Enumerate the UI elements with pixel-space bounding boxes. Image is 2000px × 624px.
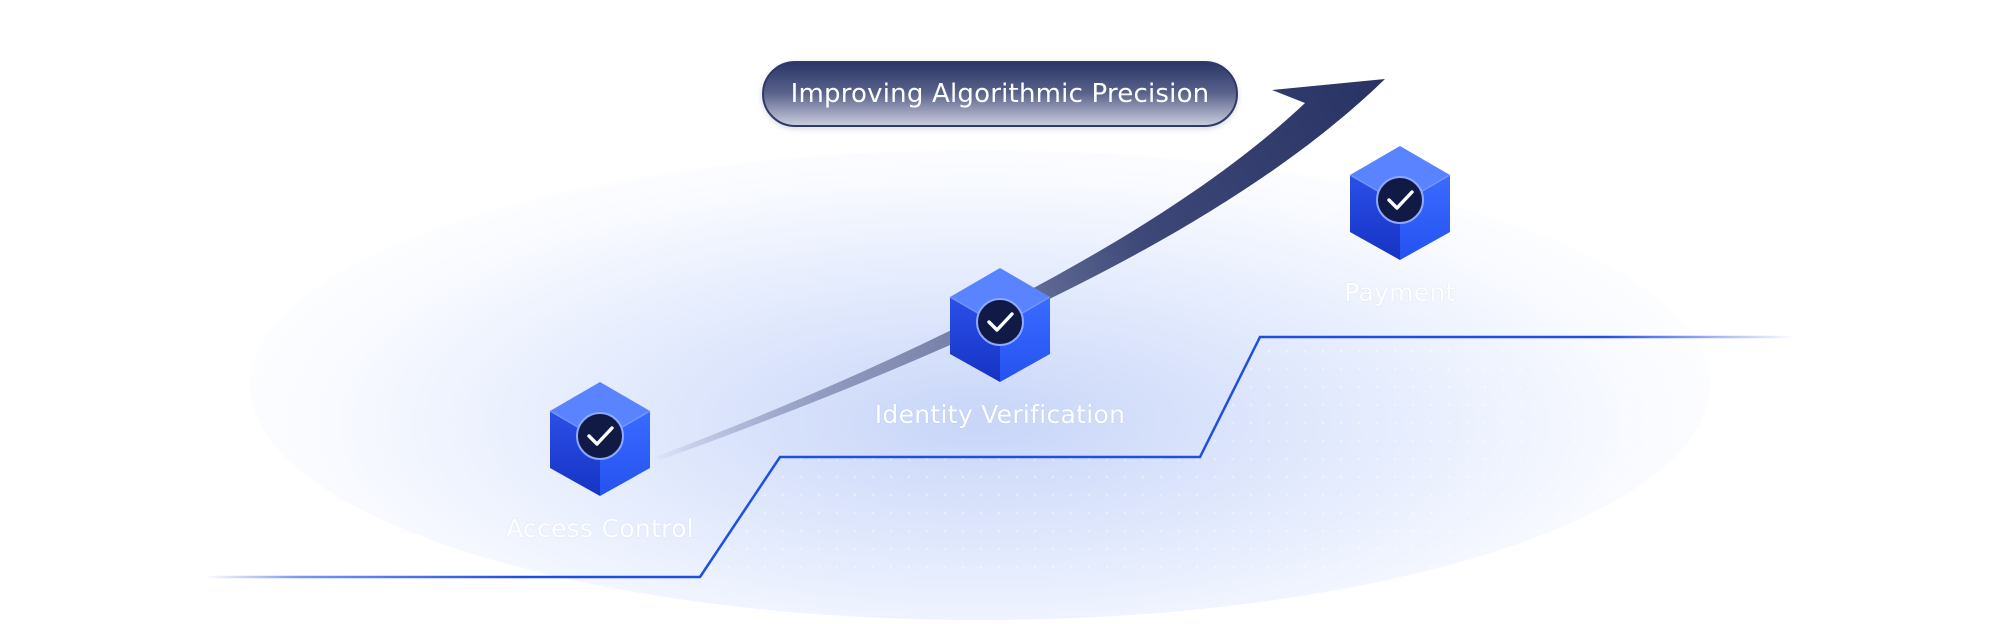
step-payment: Payment xyxy=(1240,144,1560,334)
cube-icon xyxy=(1348,144,1452,262)
check-icon xyxy=(576,412,624,460)
check-icon xyxy=(976,298,1024,346)
cube-icon xyxy=(948,266,1052,384)
check-icon xyxy=(1376,176,1424,224)
step-access-control: Access Control xyxy=(440,380,760,570)
step-label: Identity Verification xyxy=(874,400,1126,429)
step-identity-verification: Identity Verification xyxy=(840,266,1160,456)
step-label: Payment xyxy=(1344,278,1456,307)
rising-arrow xyxy=(655,79,1385,460)
cube-icon xyxy=(548,380,652,498)
step-label: Access Control xyxy=(505,514,695,543)
banner-label: Improving Algorithmic Precision xyxy=(790,79,1210,109)
banner-pill: Improving Algorithmic Precision xyxy=(762,61,1238,127)
staircase-line xyxy=(205,335,1795,579)
